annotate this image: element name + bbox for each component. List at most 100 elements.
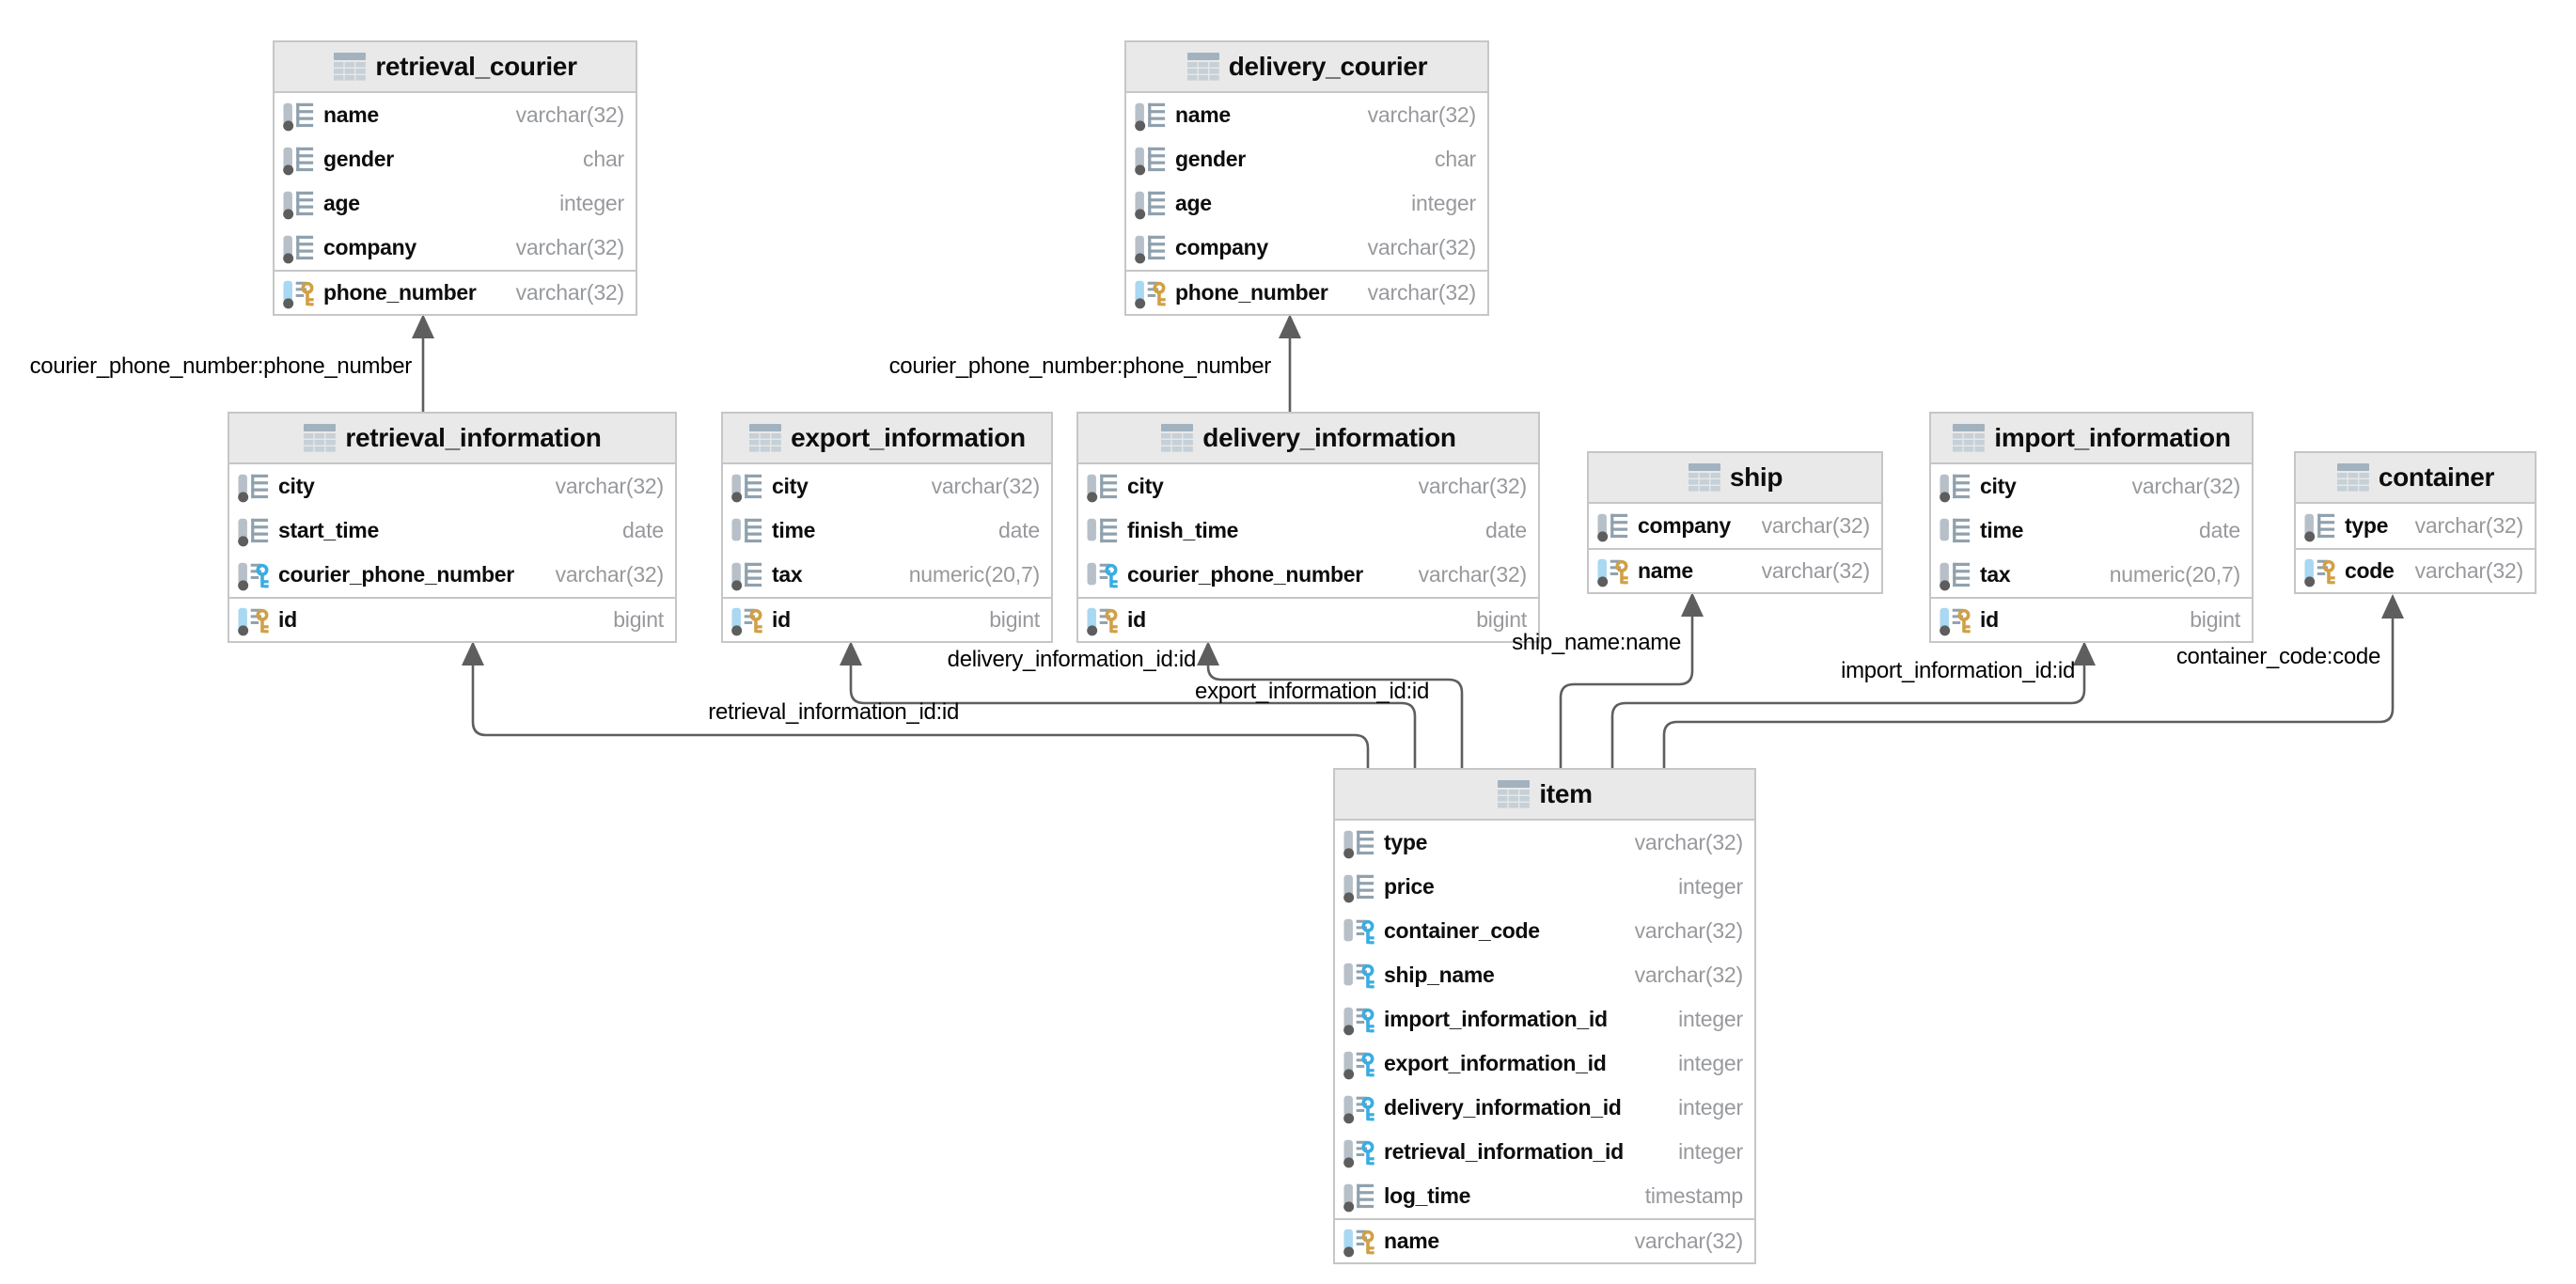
column-row-retrieval_courier-company[interactable]: company varchar(32) (275, 226, 636, 270)
edge-retrieval_information-to-retrieval_courier[interactable] (412, 314, 434, 412)
column-type: date (998, 518, 1040, 542)
table-icon (333, 52, 367, 82)
edge-label-item-to-import_information: import_information_id:id (1841, 658, 2075, 683)
column-type: varchar(32) (515, 280, 625, 305)
column-type: varchar(32) (931, 474, 1041, 498)
edge-item-to-export_information[interactable] (840, 641, 1417, 768)
table-header-retrieval_courier[interactable]: retrieval_courier (275, 42, 636, 93)
table-header-export_information[interactable]: export_information (723, 414, 1051, 464)
table-title: item (1539, 779, 1593, 808)
column-type: varchar(32) (1634, 963, 1744, 987)
edge-item-to-container[interactable] (1662, 594, 2404, 768)
column-name: gender (323, 147, 394, 171)
column-name: import_information_id (1384, 1007, 1608, 1031)
edge-label-item-to-ship: ship_name:name (1512, 630, 1681, 655)
column-name: city (278, 474, 315, 498)
column-row-retrieval_courier-gender[interactable]: gender char (275, 137, 636, 181)
table-header-ship[interactable]: ship (1589, 453, 1881, 504)
table-header-item[interactable]: item (1335, 770, 1754, 821)
primary-key-icon (1343, 1226, 1376, 1258)
relationship-line (849, 664, 1417, 768)
column-type: integer (559, 191, 624, 215)
column-icon (282, 100, 316, 132)
column-type: integer (1678, 1095, 1743, 1120)
column-name: tax (772, 562, 803, 587)
primary-key-icon (1939, 604, 1972, 636)
column-name: company (323, 235, 416, 259)
primary-key-icon (730, 604, 764, 636)
table-header-retrieval_information[interactable]: retrieval_information (229, 414, 675, 464)
edge-item-to-retrieval_information[interactable] (462, 641, 1370, 768)
column-type: varchar(32) (515, 235, 625, 259)
column-name: courier_phone_number (278, 562, 514, 587)
table-header-import_information[interactable]: import_information (1931, 414, 2252, 464)
column-name: retrieval_information_id (1384, 1139, 1624, 1164)
edge-delivery_information-to-delivery_courier[interactable] (1279, 314, 1301, 412)
edge-item-to-import_information[interactable] (1610, 641, 2096, 768)
table-header-delivery_information[interactable]: delivery_information (1078, 414, 1538, 464)
arrowhead-icon (462, 641, 484, 665)
table-header-delivery_courier[interactable]: delivery_courier (1126, 42, 1487, 93)
column-type: char (583, 147, 624, 171)
column-name: company (1638, 513, 1731, 538)
edge-item-to-delivery_information[interactable] (1197, 641, 1464, 768)
column-name: type (1384, 830, 1428, 854)
edge-item-to-ship[interactable] (1559, 592, 1704, 768)
table-header-container[interactable]: container (2296, 453, 2535, 504)
column-icon (1343, 871, 1376, 903)
column-row-ship-company[interactable]: company varchar(32) (1589, 504, 1881, 548)
column-icon (282, 188, 316, 220)
column-name: company (1175, 235, 1268, 259)
column-type: varchar(32) (1761, 513, 1871, 538)
column-name: start_time (278, 518, 379, 542)
column-type: bigint (989, 607, 1040, 632)
table-title: delivery_information (1202, 423, 1456, 452)
